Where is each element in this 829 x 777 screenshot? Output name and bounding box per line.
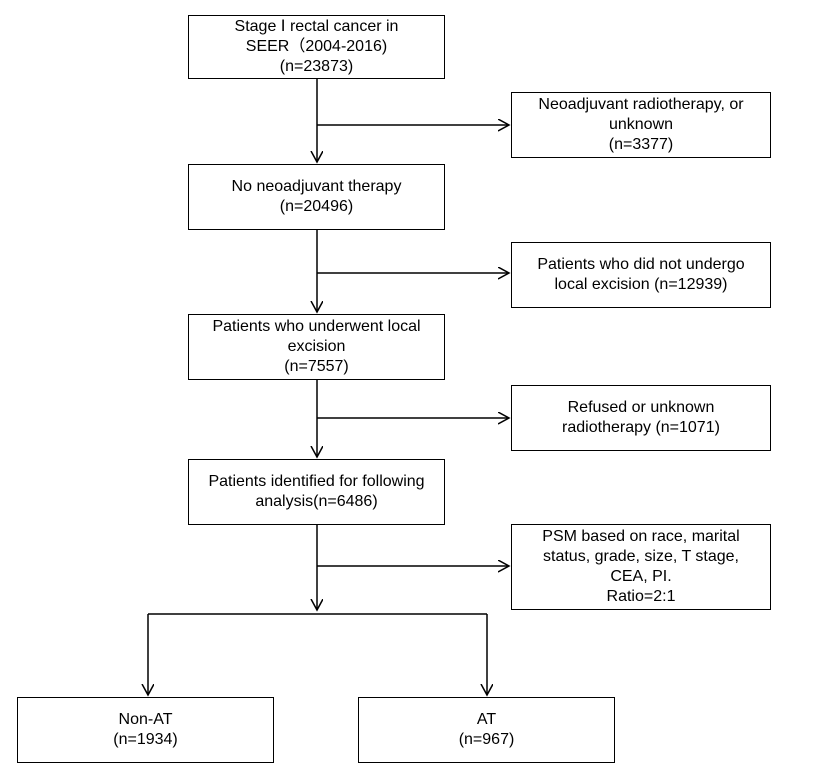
outcome-non-at-line-1: Non-AT: [118, 711, 173, 728]
side-step-1-box: Neoadjuvant radiotherapy, or unknown (n=…: [511, 92, 771, 158]
side-step-1-line-1: Neoadjuvant radiotherapy, or: [538, 96, 744, 113]
outcome-at-box: AT (n=967): [358, 697, 615, 763]
main-step-1-line-1: Stage Ⅰ rectal cancer in: [234, 18, 399, 35]
side-step-2-line-2: local excision (n=12939): [554, 276, 728, 293]
outcome-at-line-2: (n=967): [458, 731, 515, 748]
main-step-4-box: Patients identified for following analys…: [188, 459, 445, 525]
main-step-2-box: No neoadjuvant therapy (n=20496): [188, 164, 445, 230]
outcome-non-at-line-2: (n=1934): [113, 731, 178, 748]
side-step-1-line-3: (n=3377): [608, 136, 674, 153]
outcome-non-at-box: Non-AT (n=1934): [17, 697, 274, 763]
main-step-4-line-1: Patients identified for following: [208, 473, 425, 490]
main-step-3-box: Patients who underwent local excision (n…: [188, 314, 445, 380]
main-step-2-line-1: No neoadjuvant therapy: [231, 178, 402, 195]
side-step-3-box: Refused or unknown radiotherapy (n=1071): [511, 385, 771, 451]
side-step-4-line-3: CEA, PI.: [610, 568, 672, 585]
side-step-4-line-1: PSM based on race, marital: [542, 528, 740, 545]
main-step-3-line-3: (n=7557): [284, 358, 349, 375]
side-step-3-line-2: radiotherapy (n=1071): [562, 419, 720, 436]
main-step-4-line-2: analysis(n=6486): [255, 493, 378, 510]
side-step-2-line-1: Patients who did not undergo: [537, 256, 745, 273]
side-step-1-line-2: unknown: [608, 116, 674, 133]
side-step-3-line-1: Refused or unknown: [567, 399, 715, 416]
side-step-4-line-2: status, grade, size, T stage,: [543, 548, 739, 565]
main-step-3-line-1: Patients who underwent local: [212, 318, 421, 335]
main-step-3-line-2: excision: [287, 338, 346, 355]
side-step-4-line-4: Ratio=2:1: [606, 588, 676, 605]
main-step-2-line-2: (n=20496): [279, 198, 354, 215]
side-step-4-box: PSM based on race, marital status, grade…: [511, 524, 771, 610]
main-step-1-box: Stage Ⅰ rectal cancer in SEER（2004-2016)…: [188, 15, 445, 79]
outcome-at-line-1: AT: [476, 711, 497, 728]
main-step-1-line-3: (n=23873): [279, 58, 354, 75]
side-step-2-box: Patients who did not undergo local excis…: [511, 242, 771, 308]
main-step-1-line-2: SEER（2004-2016): [245, 38, 388, 55]
